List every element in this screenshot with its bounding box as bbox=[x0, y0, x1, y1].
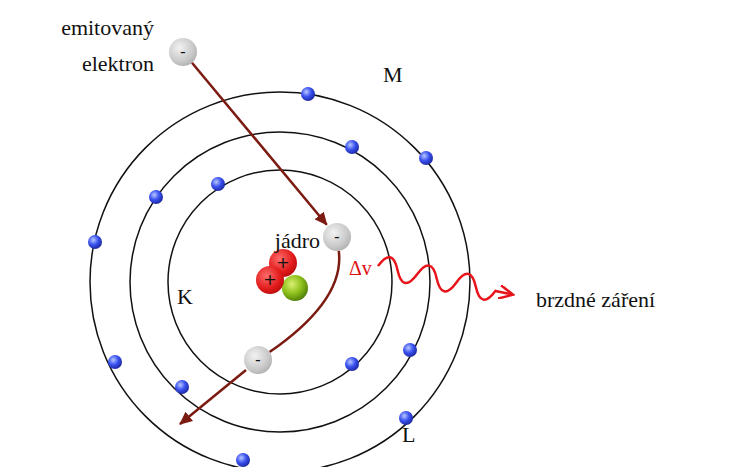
charge-sign: - bbox=[255, 352, 261, 368]
charge-sign: + bbox=[263, 272, 276, 288]
neutron bbox=[282, 275, 308, 301]
shell-label: L bbox=[402, 422, 415, 448]
charge-sign: - bbox=[180, 44, 186, 60]
bremsstrahlung-wave bbox=[376, 255, 515, 305]
electron-exit-path bbox=[180, 370, 246, 424]
charge-sign: - bbox=[334, 229, 340, 245]
radiation-label: brzdné záření bbox=[536, 287, 655, 313]
electron-trajectory bbox=[192, 63, 327, 225]
emitted-electron: - bbox=[169, 38, 197, 66]
shell-label: M bbox=[383, 62, 403, 88]
velocity-change-label: Δv bbox=[349, 255, 372, 281]
deflected-electron: - bbox=[323, 223, 351, 251]
electron-label: emitovaný elektron bbox=[4, 10, 154, 82]
proton: + bbox=[256, 266, 284, 294]
electron-trajectory bbox=[270, 251, 340, 352]
nucleus-label: jádro bbox=[275, 228, 320, 254]
shell-label: K bbox=[177, 284, 193, 310]
outgoing-electron: - bbox=[244, 346, 272, 374]
